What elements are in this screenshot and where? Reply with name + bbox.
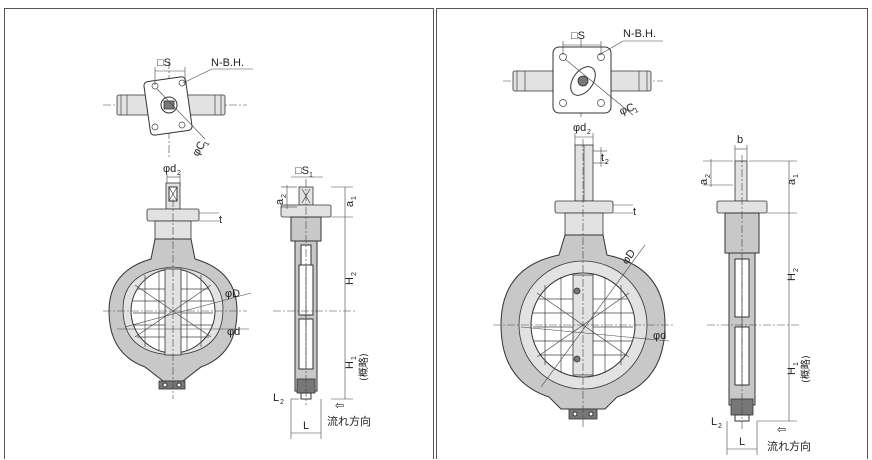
left-approx-label: (概略) [357,353,370,381]
left-h2-sub: 2 [351,272,358,276]
left-nbh-label: N-B.H. [211,57,244,69]
right-a2-sub: 2 [705,174,712,178]
right-flow-direction-label: 流れ方向 [767,439,811,453]
right-nbh-label: N-B.H. [623,28,656,40]
left-l2-label: L [273,392,279,404]
left-h2-label: H [344,277,356,285]
right-top-s-label: □S [571,30,585,42]
left-big-d-label: φD [225,288,240,300]
right-approx-label: (概略) [799,355,812,383]
right-l2-sub: 2 [718,423,722,430]
right-h1-label: H [786,367,798,375]
left-s1-label: □S [295,165,309,177]
right-d2-sub: 2 [587,129,591,136]
left-s1-sub: 1 [309,172,313,179]
right-top-view: □S N-B.H. φC 1 [503,28,663,119]
left-top-view: □S N-B.H. φC 1 [103,57,253,159]
left-top-s-label: □S [157,57,171,69]
left-side-view: □S 1 [273,165,371,439]
right-b-label: b [737,134,743,146]
left-a1-sub: 1 [351,196,358,200]
right-l2-label: L [711,416,717,428]
right-t-label: t [633,206,636,218]
right-a2-label: a [698,178,710,185]
left-a2-sub: 2 [281,194,288,198]
right-side-view: b a 2 [698,134,812,455]
left-small-d-label: φd [227,326,240,338]
left-flow-arrow-icon: ⇦ [335,399,344,412]
left-a2-label: a [274,198,286,205]
right-h1-sub: 1 [793,362,800,366]
right-h2-sub: 2 [793,268,800,272]
left-flow-direction-label: 流れ方向 [327,414,371,428]
right-t2-sub: 2 [605,159,609,166]
left-d2-label: φd [163,163,176,175]
right-c1-label: φC [618,101,636,117]
right-l-label: L [739,436,745,448]
right-t2-label: t [601,152,604,164]
left-h1-label: H [344,361,356,369]
right-valve-drawing-panel: □S N-B.H. φC 1 φd 2 t 2 [436,8,868,459]
right-flow-arrow-icon: ⇦ [777,423,786,436]
right-small-d-label: φd [653,330,666,342]
right-h2-label: H [786,273,798,281]
right-a1-label: a [786,178,798,185]
left-l2-sub: 2 [280,399,284,406]
left-h1-sub: 1 [351,356,358,360]
left-valve-drawing-panel: □S N-B.H. φC 1 φd 2 [4,8,434,459]
left-valve-drawing: □S N-B.H. φC 1 φd 2 [103,57,371,439]
right-a1-sub: 1 [793,174,800,178]
left-d2-sub: 2 [177,170,181,177]
right-c1-sub: 1 [633,107,639,115]
left-front-view: φd 2 t [103,163,252,399]
right-d2-label: φd [573,122,586,134]
left-l-label: L [303,420,309,432]
left-t-label: t [219,214,222,226]
right-front-view: φd 2 t 2 t [493,122,673,429]
right-valve-drawing: □S N-B.H. φC 1 φd 2 t 2 [493,28,812,455]
left-a1-label: a [344,200,356,207]
left-c1-sub: 1 [203,140,211,147]
